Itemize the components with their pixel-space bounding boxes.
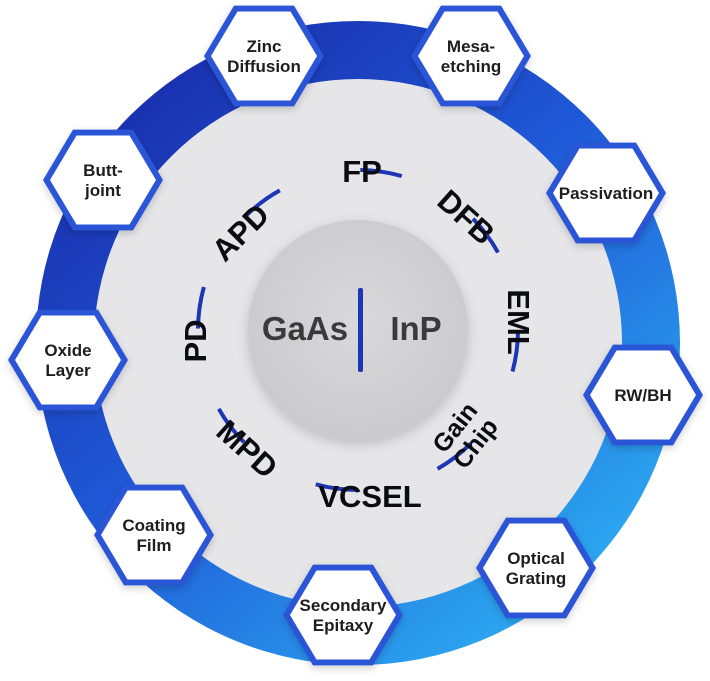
hexagon-fill: [211, 11, 317, 101]
device-label: EML: [501, 289, 536, 354]
process-label: RW/BH: [614, 386, 671, 405]
hexagon-fill: [590, 350, 696, 440]
hexagon-fill: [290, 570, 396, 660]
hexagon-fill: [50, 135, 156, 225]
device-ring: [196, 168, 520, 492]
device-label: PD: [178, 319, 213, 362]
hexagon-fill: [15, 315, 121, 405]
process-label: Mesa-etching: [441, 37, 501, 76]
process-node: RW/BH: [583, 344, 703, 446]
device-label: VCSEL: [318, 479, 421, 514]
hexagon-fill: [418, 11, 524, 101]
process-node: Butt-joint: [43, 129, 163, 231]
process-node: Mesa-etching: [411, 5, 531, 107]
center-divider: [358, 288, 363, 372]
hexagon-fill: [553, 148, 659, 238]
center-label-inp: InP: [390, 310, 441, 347]
hexagon-fill: [483, 523, 589, 613]
device-label: FP: [342, 154, 382, 189]
process-node: Passivation: [546, 142, 666, 244]
process-label: Butt-joint: [83, 161, 123, 200]
hexagon-fill: [101, 490, 207, 580]
process-label: Passivation: [559, 184, 654, 203]
center-label-gaas: GaAs: [262, 310, 348, 347]
